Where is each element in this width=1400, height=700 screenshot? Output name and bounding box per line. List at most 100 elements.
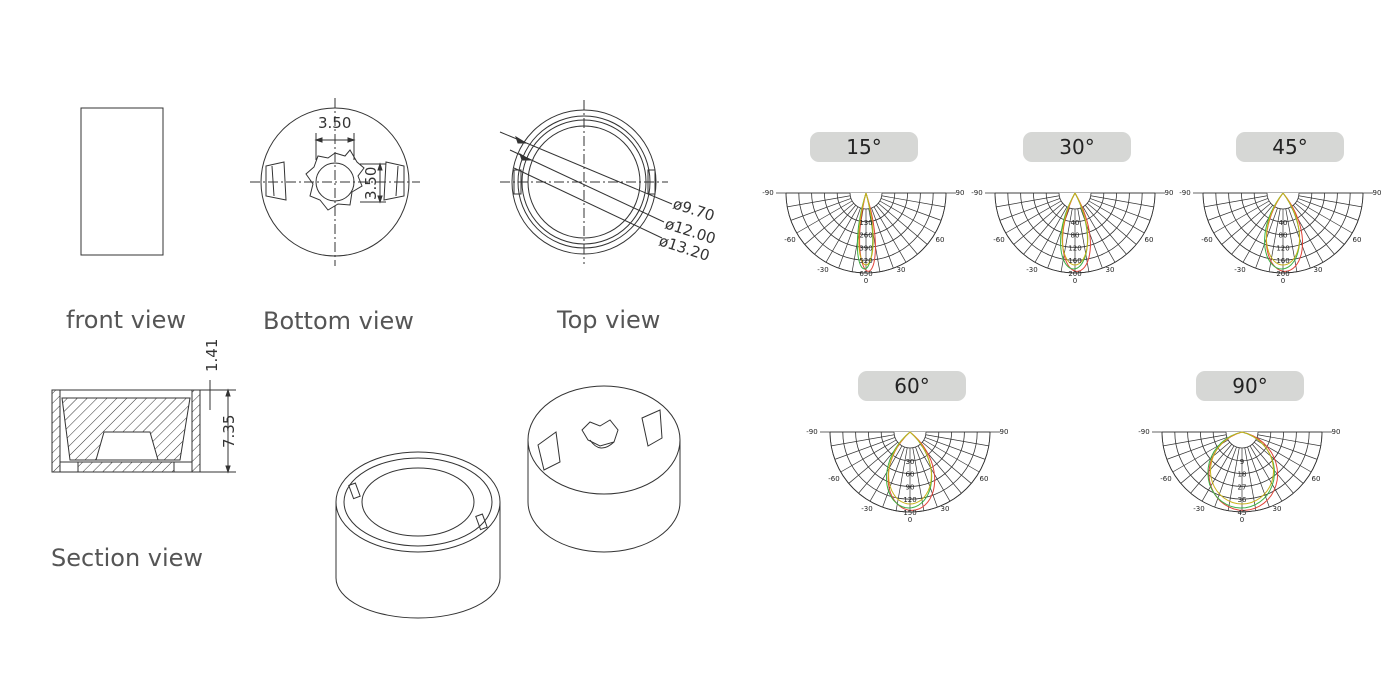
polar-spoke (882, 446, 905, 508)
polar-angle-label: -60 (1160, 475, 1171, 483)
polar-angle-label: -30 (817, 266, 828, 274)
bottom-dim-horizontal: 3.50 (318, 114, 351, 132)
polar-scale-label: 260 (859, 232, 872, 240)
polar-spoke (895, 447, 908, 511)
polar-angle-label: 30 (1106, 266, 1115, 274)
polar-spoke (924, 437, 986, 460)
polar-spoke (804, 203, 854, 245)
polar-scale-label: 160 (1276, 257, 1289, 265)
intensity-curve (859, 192, 877, 272)
polar-spoke (1082, 206, 1116, 263)
polar-spoke (868, 208, 881, 272)
polar-spoke (873, 206, 907, 263)
polar-spoke (1213, 200, 1270, 234)
polar-spoke (1231, 205, 1273, 255)
polar-angle-label: 30 (1314, 266, 1323, 274)
front-view-drawing (80, 107, 164, 256)
polar-spoke (1293, 205, 1335, 255)
beam-angle-badge-90: 90° (1196, 371, 1304, 401)
polar-spoke (1296, 200, 1353, 234)
polar-angle-label: 0 (1240, 516, 1244, 524)
polar-spoke (825, 206, 859, 263)
polar-angle-label: -30 (1193, 505, 1204, 513)
section-view-label: Section view (51, 544, 204, 572)
bottom-view-drawing (250, 98, 420, 266)
polar-angle-label: 60 (1145, 236, 1154, 244)
polar-spoke (1256, 437, 1318, 460)
polar-angle-label: -30 (1234, 266, 1245, 274)
polar-spoke (1214, 446, 1237, 508)
polar-spoke (871, 207, 894, 269)
polar-angle-label: 90 (1165, 189, 1174, 197)
polar-spoke (834, 437, 896, 460)
polar-spoke (1204, 195, 1268, 208)
beam-angle-badge-30: 30° (1023, 132, 1131, 162)
polar-angle-label: 0 (908, 516, 912, 524)
polar-spoke (1190, 444, 1232, 494)
polar-angle-label: -90 (971, 189, 982, 197)
polar-scale-label: 120 (1276, 244, 1289, 252)
polar-angle-label: 30 (941, 505, 950, 513)
polar-spoke (881, 195, 945, 208)
polar-spoke (999, 198, 1061, 221)
polar-angle-label: 90 (1000, 428, 1009, 436)
polar-scale-label: 120 (903, 496, 916, 504)
polar-scale-label: 150 (903, 509, 916, 517)
polar-angle-label: -90 (806, 428, 817, 436)
polar-spoke (876, 205, 918, 255)
polar-spoke (879, 200, 936, 234)
intensity-curve (1265, 192, 1301, 266)
polar-angle-label: 60 (1312, 475, 1321, 483)
polar-spoke (1163, 434, 1227, 447)
intensity-curve (888, 431, 932, 505)
polar-spoke (912, 447, 925, 511)
polar-spoke (1297, 198, 1359, 221)
polar-angle-label: -90 (1179, 189, 1190, 197)
polar-hub (1058, 192, 1092, 210)
polar-spoke (1252, 444, 1294, 494)
polar-scale-label: 200 (1068, 270, 1081, 278)
polar-angle-label: 0 (1073, 277, 1077, 285)
section-dim-1-41: 1.41 (203, 339, 221, 372)
top-view-label: Top view (557, 306, 661, 334)
polar-angle-label: 0 (1281, 277, 1285, 285)
polar-scale-label: 9 (1240, 458, 1244, 466)
polar-angle-label: -60 (784, 236, 795, 244)
polar-angle-label: -60 (1201, 236, 1212, 244)
polar-spoke (878, 203, 928, 245)
polar-scale-label: 18 (1238, 471, 1247, 479)
polar-angle-label: 30 (897, 266, 906, 274)
polar-spoke (796, 200, 853, 234)
polar-spoke (1087, 203, 1137, 245)
beam-angle-badge-60: 60° (858, 371, 966, 401)
bottom-view-label: Bottom view (263, 307, 414, 335)
polar-angle-label: 90 (1373, 189, 1382, 197)
polar-scale-label: 27 (1238, 483, 1247, 491)
polar-spoke (1005, 200, 1062, 234)
polar-spoke (814, 205, 856, 255)
polar-scale-label: 160 (1068, 257, 1081, 265)
polar-scale-label: 40 (1071, 219, 1080, 227)
polar-spoke (831, 434, 895, 447)
polar-spoke (1088, 200, 1145, 234)
polar-angle-label: 90 (956, 189, 965, 197)
polar-spoke (840, 439, 897, 473)
top-view-drawing (499, 100, 673, 264)
front-view-label: front view (66, 306, 186, 334)
polar-spoke (925, 434, 989, 447)
polar-spoke (996, 195, 1060, 208)
polar-spoke (1023, 205, 1065, 255)
polar-angle-label: -60 (828, 475, 839, 483)
polar-spoke (1034, 206, 1068, 263)
polar-spoke (1257, 434, 1321, 447)
polar-scale-label: 40 (1279, 219, 1288, 227)
intensity-curve (858, 192, 874, 266)
intensity-curve (856, 192, 874, 270)
polar-scale-label: 80 (1279, 232, 1288, 240)
polar-spoke (1285, 208, 1298, 272)
polar-spoke (1207, 198, 1269, 221)
